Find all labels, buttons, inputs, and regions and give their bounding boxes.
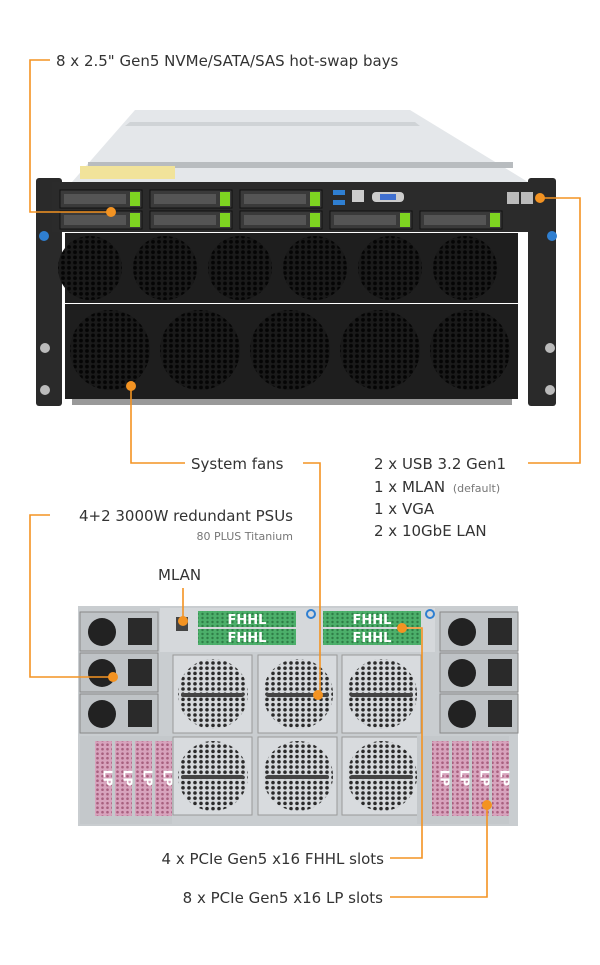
fan-handle: [181, 693, 244, 697]
power-inlet: [128, 659, 152, 686]
psu-fan: [448, 700, 476, 728]
usb-label: 2 x USB 3.2 Gen1: [374, 455, 506, 473]
lp-bracket: [155, 741, 172, 816]
lp-label: LP: [101, 770, 115, 787]
lp-bracket: [115, 741, 132, 816]
drive-latch: [220, 192, 230, 206]
fhhl-label: FHHL: [228, 613, 267, 628]
fhhl-bracket: [323, 611, 421, 627]
fan-grille: [208, 236, 272, 300]
system-fans-label: System fans: [191, 455, 284, 473]
power-inlet: [128, 700, 152, 727]
fan-grille: [160, 310, 240, 390]
fan-grille: [340, 310, 420, 390]
fan-handle: [266, 775, 329, 779]
front-server-image: [36, 110, 557, 406]
lp-bracket: [452, 741, 469, 816]
default-note: (default): [453, 482, 500, 495]
drive-latch: [220, 213, 230, 227]
lan-port: [521, 192, 533, 204]
drive-latch: [310, 213, 320, 227]
drive-latch: [310, 192, 320, 206]
fhhl-bracket: [323, 629, 421, 645]
fhhl-label: FHHL: [353, 631, 392, 646]
lp-bracket: [492, 741, 509, 816]
lp-label: LP: [161, 770, 175, 787]
fan-handle: [350, 775, 413, 779]
mlan-io-text: 1 x MLAN: [374, 478, 445, 496]
fan-grille: [58, 236, 122, 300]
fan-grille: [430, 310, 510, 390]
usb-port: [333, 200, 345, 205]
fhhl-label: FHHL: [353, 613, 392, 628]
power-inlet: [488, 659, 512, 686]
drive-latch: [130, 192, 140, 206]
fhhl-bracket: [198, 629, 296, 645]
label-sticker: [80, 166, 175, 179]
fan-handle: [181, 775, 244, 779]
lp-bracket: [432, 741, 449, 816]
psu-fan: [88, 618, 116, 646]
psu-label: 4+2 3000W redundant PSUs: [79, 507, 293, 525]
usb-port: [333, 190, 345, 195]
mlan-io-label: 1 x MLAN (default): [374, 478, 500, 496]
psu-fan: [448, 659, 476, 687]
fan-grille: [250, 310, 330, 390]
fhhl-label: FHHL: [228, 631, 267, 646]
vga-label: 1 x VGA: [374, 500, 435, 518]
power-inlet: [128, 618, 152, 645]
power-inlet: [488, 700, 512, 727]
drive-latch: [400, 213, 410, 227]
lp-label: LP: [438, 770, 452, 787]
lp-bracket: [135, 741, 152, 816]
mlan-port: [352, 190, 364, 202]
lp-label: LP: [478, 770, 492, 787]
lp-bracket: [95, 741, 112, 816]
psu-sublabel: 80 PLUS Titanium: [197, 530, 293, 543]
lp-label: LP: [121, 770, 135, 787]
lp-label: LP: [458, 770, 472, 787]
callout-lines: [29, 59, 581, 898]
mlan-label: MLAN: [158, 566, 201, 584]
thumbscrew-icon: [39, 231, 49, 241]
lan-port: [507, 192, 519, 204]
thumbscrew-icon: [547, 231, 557, 241]
lp-bracket: [472, 741, 489, 816]
fan-handle: [350, 693, 413, 697]
psu-fan: [88, 700, 116, 728]
rear-server-image: FHHL FHHL FHHL FHHL LP LP LP LP LP LP LP LP: [78, 606, 519, 826]
drive-latch: [490, 213, 500, 227]
right-rack-ear: [528, 178, 556, 406]
lp-label: LP: [498, 770, 512, 787]
lp-label: LP: [141, 770, 155, 787]
fan-grille: [283, 236, 347, 300]
fan-grille: [433, 236, 497, 300]
fan-grille: [133, 236, 197, 300]
psu-fan: [448, 618, 476, 646]
drive-bays-label: 8 x 2.5" Gen5 NVMe/SATA/SAS hot-swap bay…: [56, 52, 399, 70]
fan-grille: [358, 236, 422, 300]
lan-label: 2 x 10GbE LAN: [374, 522, 487, 540]
fan-grille: [70, 310, 150, 390]
lp-slots-label: 8 x PCIe Gen5 x16 LP slots: [183, 889, 384, 907]
fhhl-slots-label: 4 x PCIe Gen5 x16 FHHL slots: [162, 850, 385, 868]
drive-latch: [130, 213, 140, 227]
power-inlet: [488, 618, 512, 645]
fhhl-bracket: [198, 611, 296, 627]
